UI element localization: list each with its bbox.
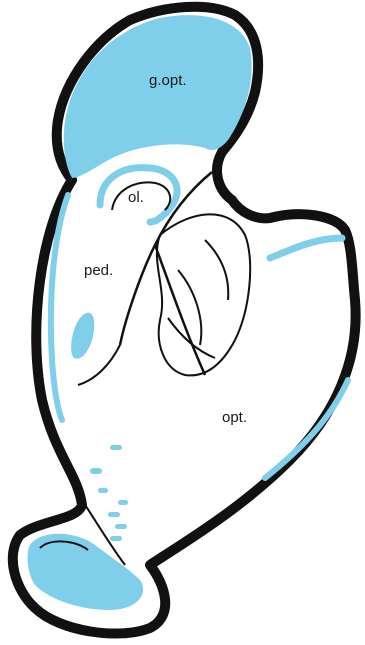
dash-3 [118,500,128,505]
dash-2 [90,468,102,474]
dash-6 [110,536,122,541]
dash-4 [108,512,120,517]
dash-5 [115,524,127,529]
opt-label: opt. [222,410,247,425]
ped-label: ped. [84,263,113,278]
gopt-label: g.opt. [149,73,187,88]
ol-label: ol. [128,190,144,205]
dash-7 [98,488,108,493]
dash-1 [110,445,122,450]
